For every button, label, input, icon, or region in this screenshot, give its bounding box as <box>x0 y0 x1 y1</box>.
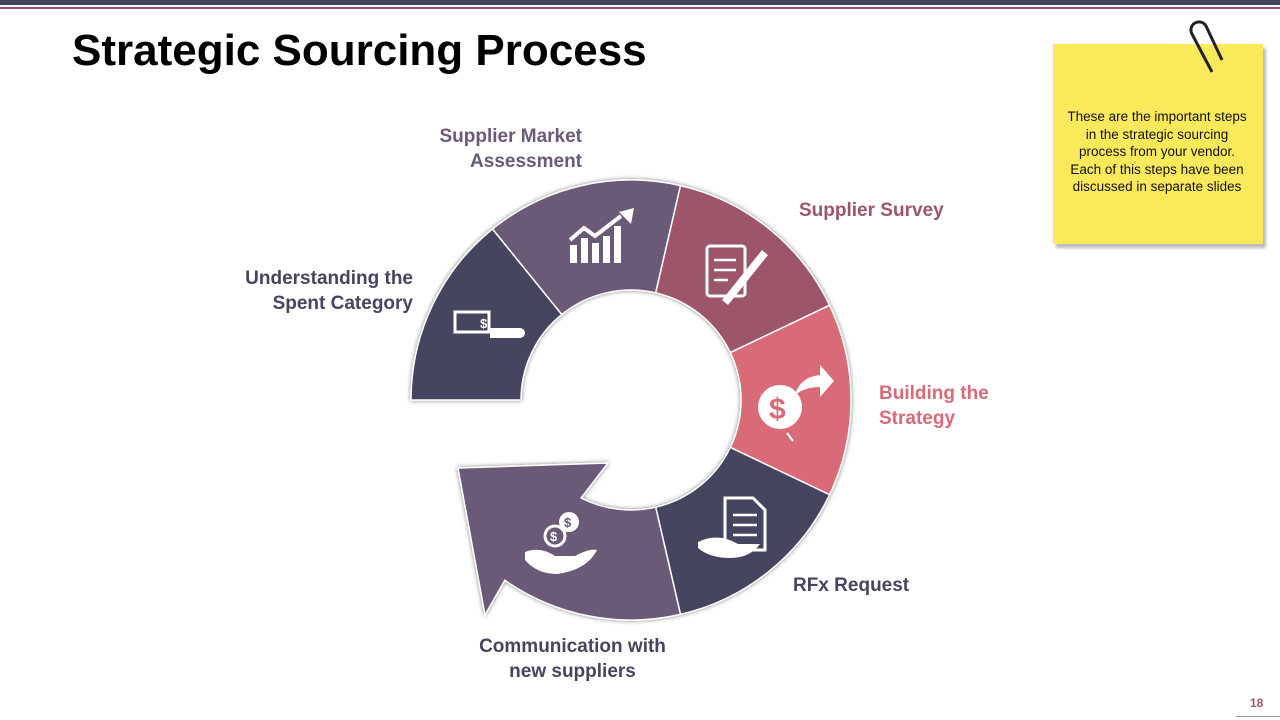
coins-hand-icon: $ $ <box>525 512 597 574</box>
segment-communication-new-suppliers-arrow <box>457 462 682 621</box>
step-label-supplier-survey: Supplier Survey <box>799 200 944 221</box>
step-label-line: Strategy <box>879 408 956 429</box>
top-accent-line <box>0 7 1280 9</box>
notepad-pen-icon <box>705 244 768 305</box>
segment-rfx-request <box>654 446 831 616</box>
step-label-line: Assessment <box>470 151 582 172</box>
cash-hand-icon: $ <box>453 310 525 338</box>
page-title: Strategic Sourcing Process <box>72 26 647 75</box>
step-label-communication-new-suppliers: Communication with new suppliers <box>450 634 695 684</box>
svg-text:$: $ <box>769 393 786 426</box>
document-hand-icon <box>698 496 767 558</box>
svg-text:$: $ <box>550 529 558 544</box>
sticky-note-text: These are the important steps in the str… <box>1067 109 1247 194</box>
svg-text:$: $ <box>564 515 572 530</box>
step-label-line: Spent Category <box>272 293 413 314</box>
growth-chart-icon <box>568 208 634 263</box>
step-label-line: Understanding the <box>245 268 413 289</box>
page-number-underline <box>1236 716 1280 717</box>
step-label-line: Building the <box>879 383 989 404</box>
top-border <box>0 0 1280 5</box>
step-label-line: Supplier Market <box>439 126 582 147</box>
dollar-search-icon: $ <box>758 365 834 442</box>
svg-text:$: $ <box>480 316 488 331</box>
step-label-line: Communication with <box>479 636 666 657</box>
step-label-rfx-request: RFx Request <box>793 575 910 596</box>
page-number: 18 <box>1250 696 1264 710</box>
step-label-line: new suppliers <box>509 661 636 682</box>
segment-supplier-survey <box>654 184 831 354</box>
sticky-note <box>1053 44 1263 244</box>
